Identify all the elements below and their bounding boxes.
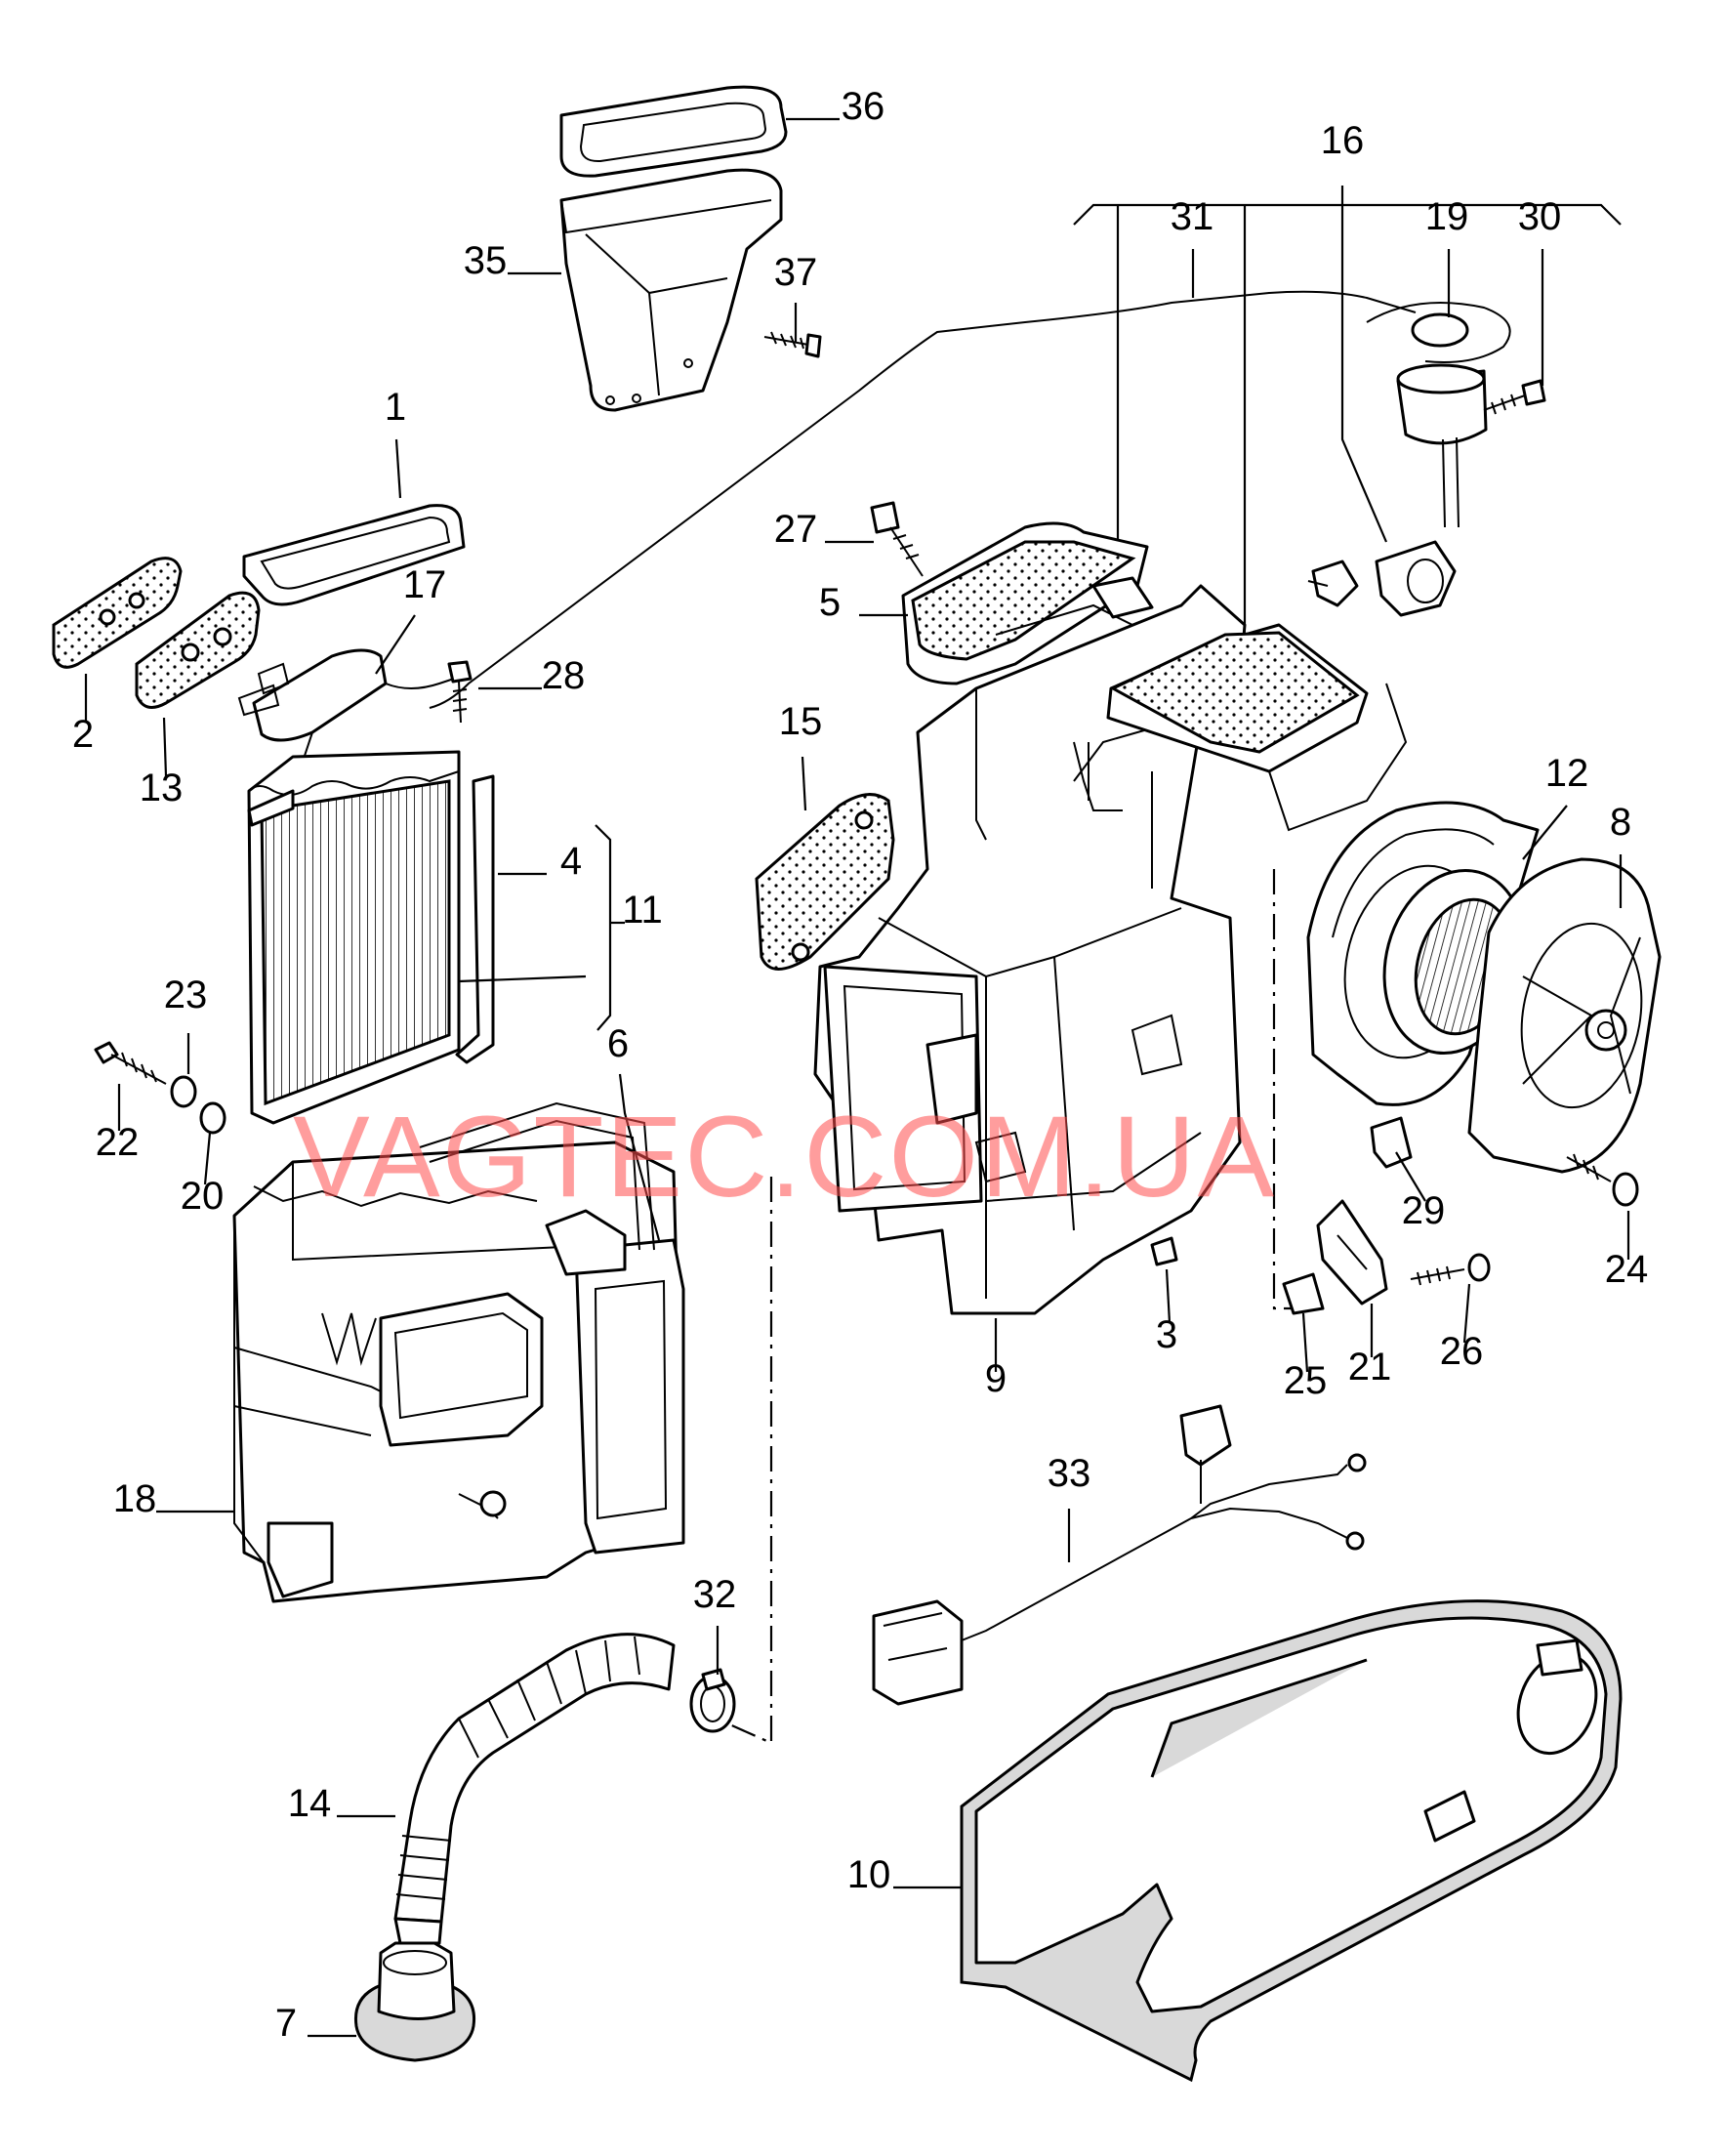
callout-2: 2 <box>72 713 94 756</box>
part-21-series-resistor <box>1316 1199 1388 1306</box>
callout-37: 37 <box>774 251 818 294</box>
callout-7: 7 <box>275 2002 297 2045</box>
callout-16: 16 <box>1321 119 1365 162</box>
callout-36: 36 <box>842 85 885 128</box>
part-26-screw <box>1410 1253 1491 1286</box>
watermark-text: VAGTEC.COM.UA <box>293 1093 1276 1222</box>
part-32-clamp <box>689 1668 736 1733</box>
callout-33: 33 <box>1048 1452 1091 1495</box>
part-3-clip <box>1150 1236 1178 1266</box>
part-25-clip <box>1282 1272 1325 1315</box>
callout-3: 3 <box>1156 1313 1177 1356</box>
callout-25: 25 <box>1284 1359 1328 1402</box>
callout-20: 20 <box>181 1175 225 1218</box>
part-actuator-lever <box>1307 540 1457 617</box>
callout-12: 12 <box>1545 752 1589 795</box>
part-19-vacuum-actuator <box>1366 302 1511 528</box>
part-31-cable <box>429 290 1417 709</box>
assembly-line-drain <box>726 1177 773 1745</box>
callout-17: 17 <box>403 563 447 606</box>
callout-24: 24 <box>1605 1248 1649 1291</box>
callout-8: 8 <box>1610 801 1631 844</box>
part-33-wiring-harness <box>872 1404 1367 1706</box>
part-30-screw <box>1483 379 1546 415</box>
callout-28: 28 <box>542 654 586 697</box>
part-23-washer <box>170 1075 197 1108</box>
part-20-washer <box>199 1101 226 1135</box>
part-27-screw <box>870 501 924 577</box>
part-housing-top-filter <box>1106 623 1408 832</box>
callout-15: 15 <box>779 700 823 743</box>
part-10-cover-panel <box>960 1599 1623 2083</box>
callout-5: 5 <box>819 581 841 624</box>
part-15-foam-pad <box>755 793 895 971</box>
part-24-screw <box>1566 1153 1639 1207</box>
callout-9: 9 <box>985 1357 1007 1400</box>
callout-1: 1 <box>385 386 406 429</box>
callout-6: 6 <box>607 1022 629 1065</box>
callout-30: 30 <box>1518 195 1562 238</box>
callout-19: 19 <box>1425 195 1469 238</box>
part-35-air-duct <box>559 168 783 412</box>
part-37-screw <box>763 331 822 358</box>
callout-13: 13 <box>140 767 184 809</box>
part-8-blower-motor <box>1467 857 1662 1174</box>
callout-10: 10 <box>847 1853 891 1896</box>
callout-14: 14 <box>288 1782 332 1825</box>
callout-11: 11 <box>622 889 663 932</box>
part-29-clip <box>1370 1116 1413 1169</box>
callout-29: 29 <box>1402 1189 1446 1232</box>
callout-18: 18 <box>113 1477 157 1520</box>
callout-23: 23 <box>164 974 208 1016</box>
part-4-seal-strip <box>455 774 495 1064</box>
callout-27: 27 <box>774 508 818 551</box>
callout-32: 32 <box>693 1573 737 1616</box>
assembly-line-bracket <box>1272 869 1298 1310</box>
callout-35: 35 <box>464 239 508 282</box>
callout-31: 31 <box>1171 195 1214 238</box>
part-11-heater-core <box>247 750 461 1125</box>
callout-22: 22 <box>96 1121 140 1164</box>
part-5-filter-frame <box>901 521 1154 685</box>
part-13-foam-pad <box>135 591 261 709</box>
part-14-drain-hose <box>393 1633 676 1945</box>
part-22-bolt <box>94 1041 167 1085</box>
part-6-gasket <box>419 1101 655 1251</box>
part-7-grommet <box>353 1941 476 2062</box>
part-16-group-bracket <box>1073 186 1622 625</box>
part-1-gasket <box>242 504 466 606</box>
callout-4: 4 <box>560 840 582 883</box>
leader-lines <box>84 117 1630 2038</box>
part-36-seal-frame <box>559 85 788 178</box>
part-9-main-housing <box>813 584 1247 1315</box>
part-2-foam-pad <box>52 557 183 669</box>
callout-numbers: 1234567891011121314151617181920212223242… <box>72 85 1648 2045</box>
callout-21: 21 <box>1348 1346 1392 1389</box>
callout-26: 26 <box>1440 1330 1484 1373</box>
part-17-pipe-connector <box>237 648 470 772</box>
part-18-housing-lower <box>232 1140 685 1603</box>
part-28-screw <box>447 660 473 724</box>
